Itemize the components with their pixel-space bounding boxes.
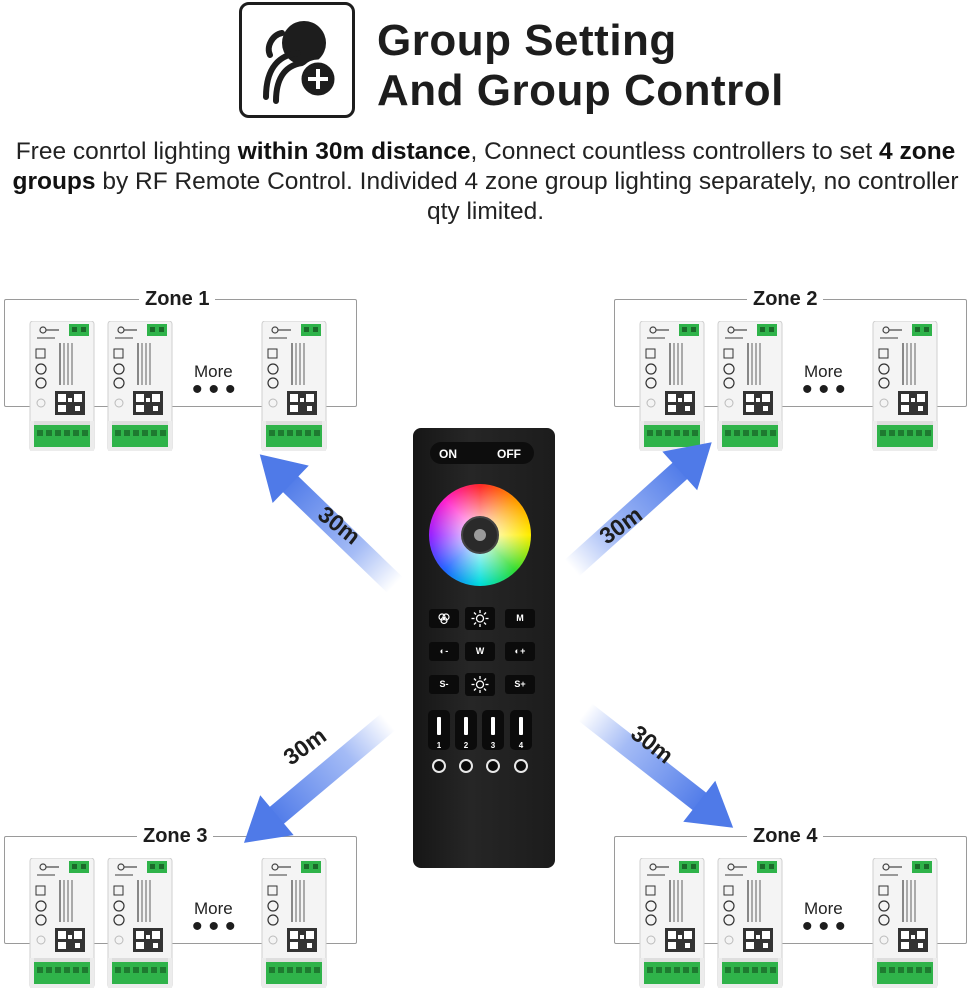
arrow-zone-1-icon — [259, 454, 403, 593]
zone-4-on-button[interactable] — [510, 710, 532, 750]
desc-bold-2: 4 zone groups — [12, 138, 956, 195]
zone-3-on-button[interactable] — [482, 710, 504, 750]
zone-2-more-label: More — [804, 362, 843, 381]
brightness-down-button[interactable]: ◐- — [429, 642, 459, 661]
desc-bold-1: within 30m distance — [237, 138, 471, 165]
off-button[interactable]: OFF — [497, 447, 521, 461]
zone-1-number: 1 — [436, 741, 442, 750]
zone-3-label: Zone 3 — [137, 825, 214, 847]
zone-4-number: 4 — [518, 741, 524, 750]
center-dot-icon — [474, 529, 486, 541]
zone-3-more-label: More — [194, 899, 233, 918]
arrow-zone-3-icon — [243, 713, 396, 843]
brightness-up-icon: ◐+ — [514, 646, 526, 656]
arrow-zone-2-icon — [564, 442, 712, 577]
brightness-up-button[interactable]: ◐+ — [505, 642, 535, 661]
zone-4-off-button[interactable] — [514, 759, 528, 773]
zone-4-label: Zone 4 — [747, 825, 824, 847]
white-button[interactable]: W — [465, 642, 495, 661]
group-icon-box — [239, 2, 355, 118]
zone-2-label: Zone 2 — [747, 288, 824, 310]
zone-2-on-button[interactable] — [455, 710, 477, 750]
zone-4-more-label: More — [804, 899, 843, 918]
speed-icon — [471, 676, 489, 693]
brightness-down-icon: ◐- — [439, 646, 449, 656]
zone-2-off-button[interactable] — [459, 759, 473, 773]
arrow-zone-4-icon — [578, 703, 734, 828]
zone-1-on-button[interactable] — [428, 710, 450, 750]
desc-text-3: by RF Remote Control. Individed 4 zone g… — [95, 168, 959, 225]
zone-3-number: 3 — [490, 741, 496, 750]
description: Free conrtol lighting within 30m distanc… — [0, 137, 971, 227]
title-line-2: And Group Control — [377, 66, 784, 115]
page-title: Group Setting And Group Control — [377, 16, 784, 116]
zone-1-off-button[interactable] — [432, 759, 446, 773]
brightness-icon — [471, 610, 489, 627]
on-button[interactable]: ON — [439, 447, 457, 461]
zone-3-off-button[interactable] — [486, 759, 500, 773]
title-line-1: Group Setting — [377, 16, 677, 65]
group-add-icon — [263, 21, 338, 104]
desc-text-2: , Connect countless controllers to set — [470, 138, 880, 165]
mode-button[interactable] — [429, 609, 459, 628]
zone-2-number: 2 — [463, 741, 469, 750]
speed-down-button[interactable]: S- — [429, 675, 459, 694]
m-button[interactable]: M — [505, 609, 535, 628]
speed-button[interactable] — [465, 673, 495, 696]
zone-1-label: Zone 1 — [139, 288, 216, 310]
desc-text-1: Free conrtol lighting — [15, 138, 238, 165]
power-button-bar — [430, 442, 534, 464]
zone-1-more-label: More — [194, 362, 233, 381]
speed-up-button[interactable]: S+ — [505, 675, 535, 694]
mode-icon — [438, 613, 450, 625]
light-button[interactable] — [465, 607, 495, 630]
